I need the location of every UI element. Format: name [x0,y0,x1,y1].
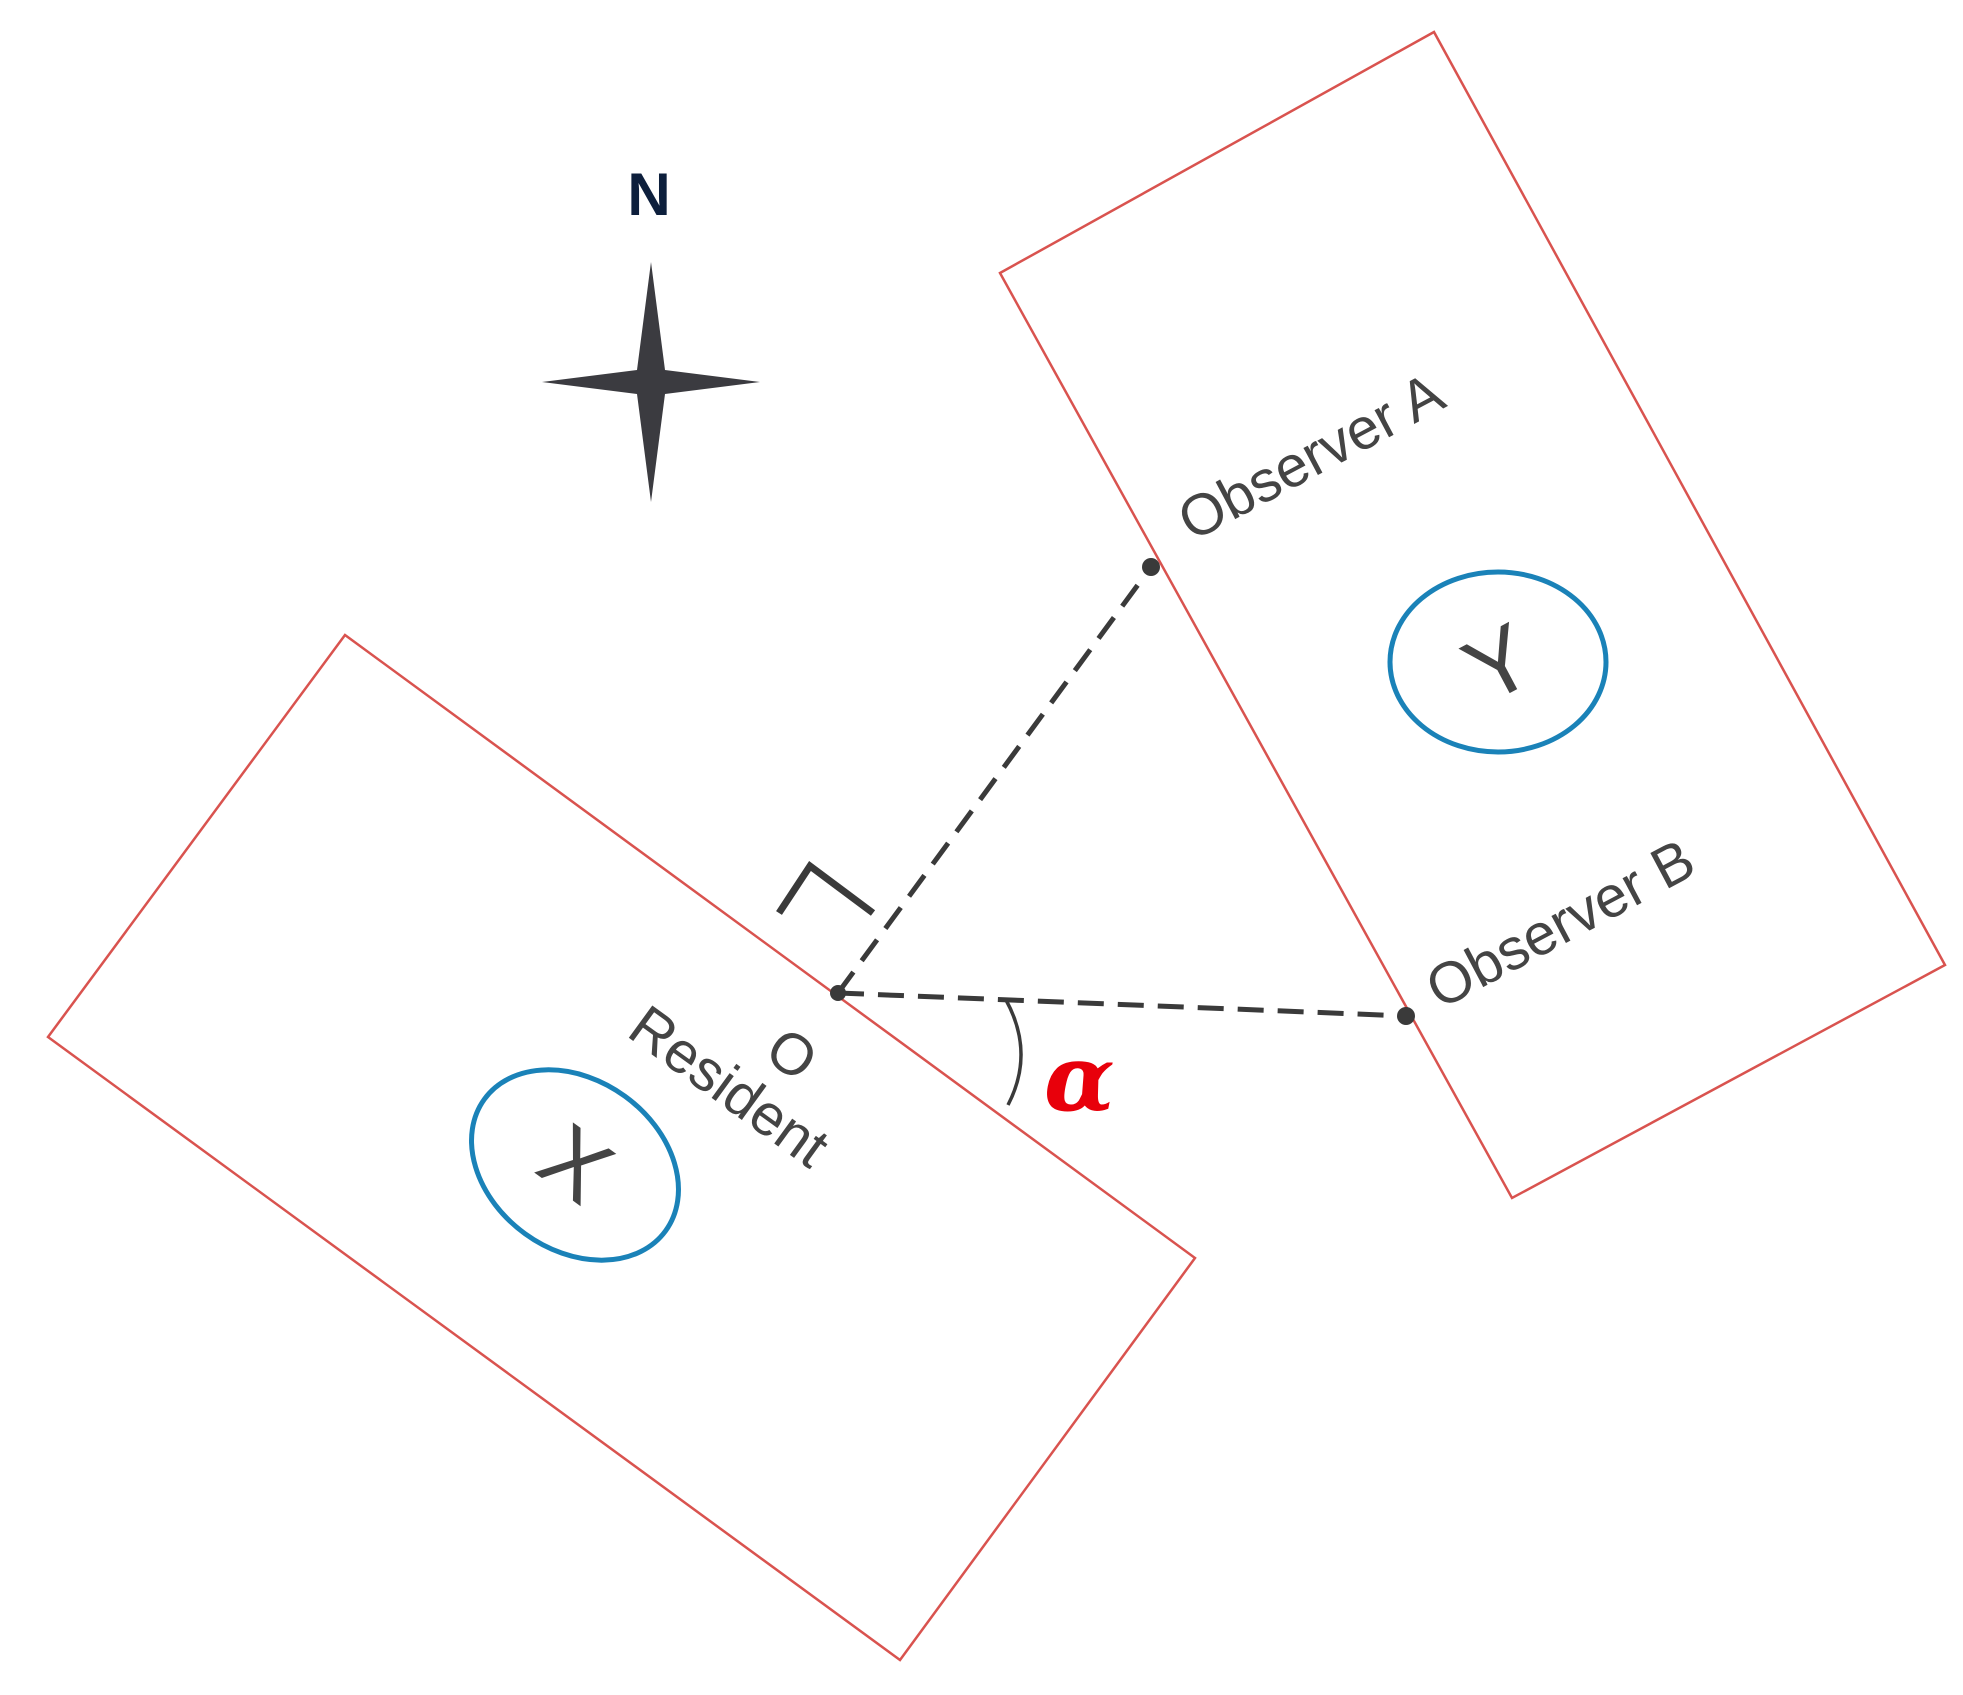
building-y-ellipse [1387,569,1609,755]
building-x-outline [46,633,1197,1662]
building-x-ellipse [469,1067,681,1263]
right-angle-marker [776,860,876,916]
sightline-observer-a [835,565,1154,995]
observer-a-label: Observer A [1168,360,1455,554]
building-x-label: X [521,1105,631,1224]
observer-b-label: Observer B [1416,826,1706,1021]
sightline-observer-b [837,990,1407,1019]
angle-alpha-label: α [1044,1024,1115,1132]
compass-star-icon [542,262,760,502]
building-y-outline [998,30,1947,1200]
resident-label: Resident [617,993,840,1180]
building-y-label: Y [1448,604,1550,723]
observer-a-point [1142,558,1160,576]
origin-point [830,985,846,1001]
angle-alpha-arc [1004,999,1023,1106]
observer-b-point [1397,1007,1415,1025]
north-label: N [627,161,670,228]
